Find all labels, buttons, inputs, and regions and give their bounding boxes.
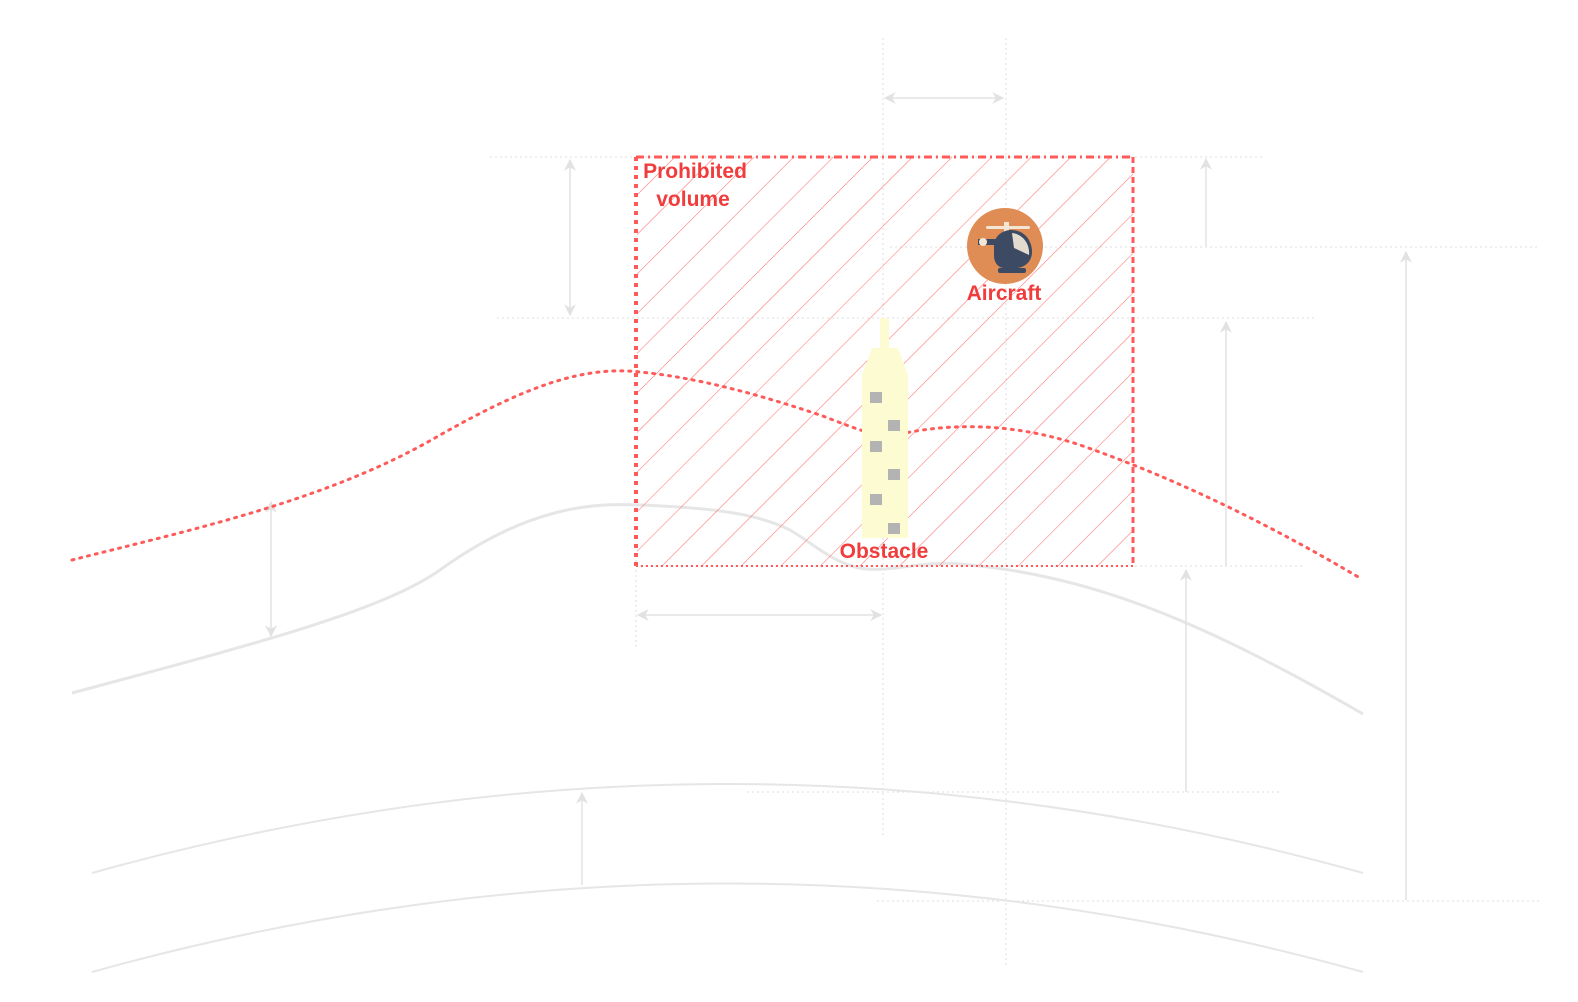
obstacle-label: Obstacle xyxy=(840,540,929,563)
minimum-height-limit-curve xyxy=(70,369,1362,580)
prohibited-volume-border xyxy=(634,155,1135,567)
building-icon xyxy=(862,318,908,538)
aircraft-label: Aircraft xyxy=(967,282,1042,305)
datum-curve xyxy=(91,783,1364,874)
prohibited-volume-label-line2: volume xyxy=(656,188,730,211)
prohibited-volume-label-line1: Prohibited xyxy=(643,160,747,183)
terrain-curves xyxy=(71,503,1364,973)
helicopter-icon xyxy=(967,208,1043,284)
sea-level-curve xyxy=(91,882,1364,973)
measurement-arrows xyxy=(265,92,1412,900)
